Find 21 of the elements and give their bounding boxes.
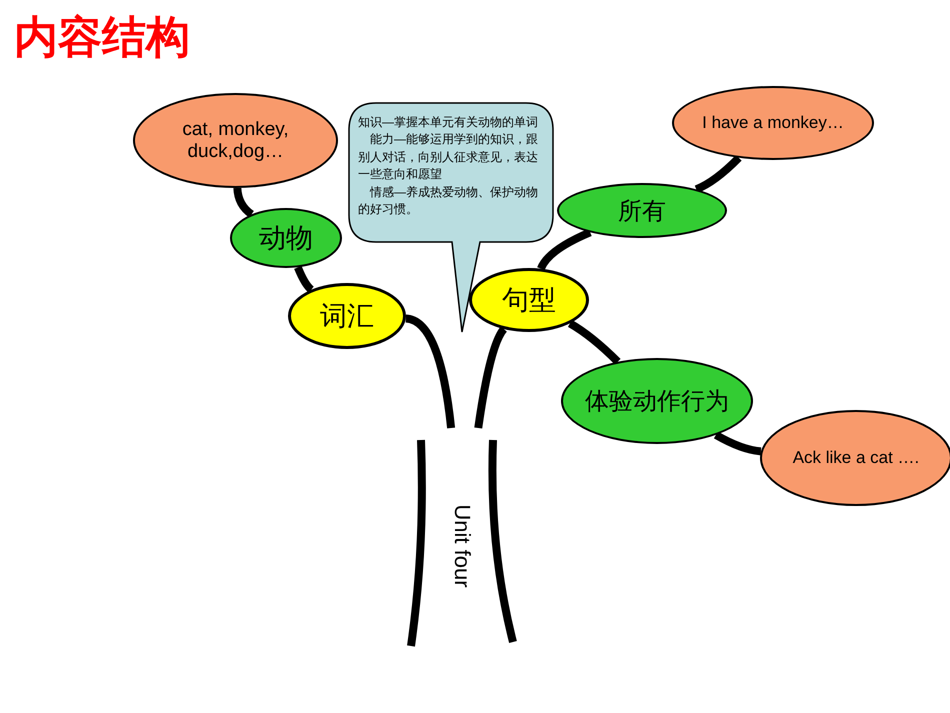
connector-line <box>474 326 508 429</box>
unit-label: Unit four <box>449 504 475 588</box>
note-text: 情感—养成热爱动物、保护动物的好习惯。 <box>358 184 539 218</box>
node-label: Ack like a cat …. <box>792 448 920 468</box>
connector-line <box>294 266 314 293</box>
node-label: 所有 <box>618 196 666 226</box>
connector-line <box>233 188 254 218</box>
node-label: 词汇 <box>320 300 374 333</box>
connector-line <box>537 228 592 270</box>
topic-ellipse <box>557 183 727 238</box>
node-label: I have a monkey… <box>702 113 844 133</box>
connector-line <box>568 320 621 365</box>
node-label: 句型 <box>502 284 556 317</box>
connector-line <box>714 431 762 456</box>
node-label: 动物 <box>259 222 313 255</box>
note-text: 能力—能够运用学到的知识，跟别人对话，向别人征求意见，表达一些意向和愿望 <box>358 131 539 184</box>
note-text: 知识—掌握本单元有关动物的单词 <box>358 114 539 131</box>
node-label: 体验动作行为 <box>585 387 729 417</box>
node-label: cat, monkey, duck,dog… <box>181 118 290 162</box>
speech-bubble <box>348 102 554 334</box>
title: 内容结构 <box>14 14 190 62</box>
